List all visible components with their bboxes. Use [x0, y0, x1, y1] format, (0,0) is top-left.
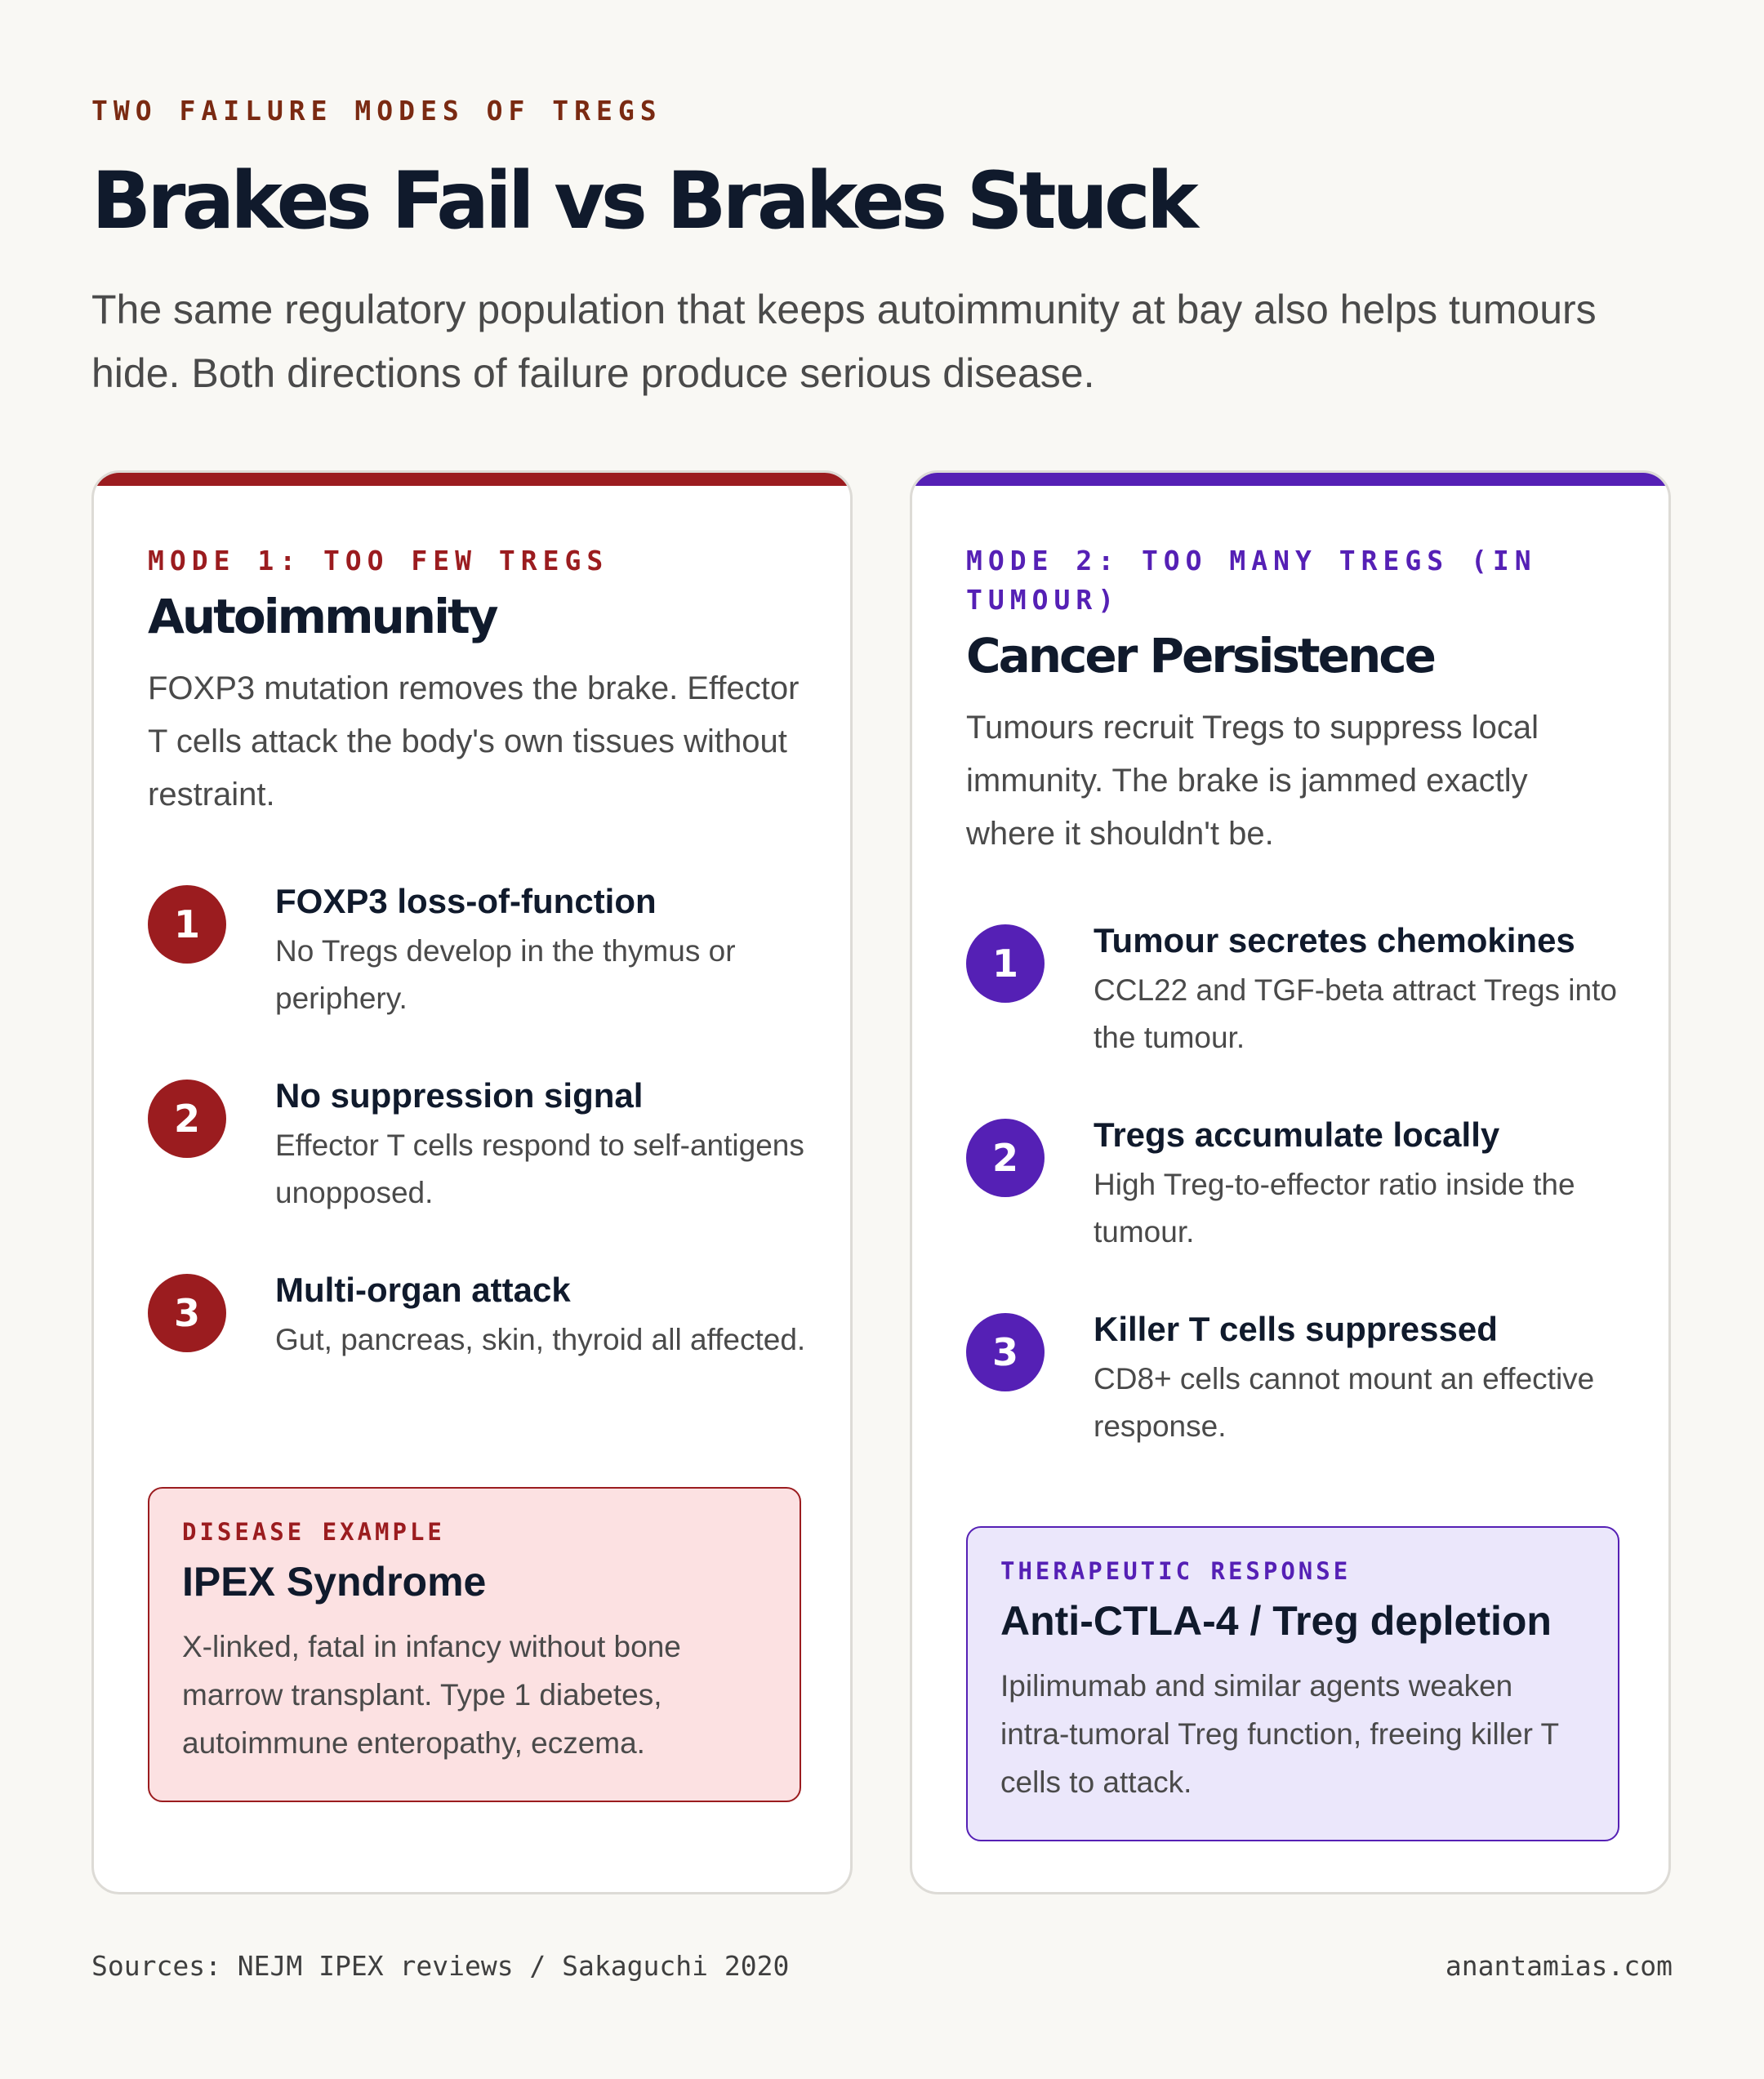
mode2-title: Cancer Persistence	[966, 628, 1437, 683]
step-number-badge: 3	[966, 1313, 1045, 1391]
step-description: CCL22 and TGF-beta attract Tregs into th…	[1094, 973, 1617, 1054]
mode2-card-content: MODE 2: TOO MANY TREGS (IN TUMOUR) Cance…	[966, 541, 1619, 1501]
mode2-steps: 1 Tumour secretes chemokines CCL22 and T…	[966, 918, 1619, 1501]
mode1-card-content: MODE 1: TOO FEW TREGS Autoimmunity FOXP3…	[148, 541, 805, 1462]
mode2-description: Tumours recruit Tregs to suppress local …	[966, 710, 1539, 852]
therapeutic-response-box: THERAPEUTIC RESPONSE Anti-CTLA-4 / Treg …	[966, 1526, 1619, 1841]
step-text: Tregs accumulate locally High Treg-to-ef…	[1094, 1112, 1633, 1256]
mode1-step: 2 No suppression signal Effector T cells…	[148, 1073, 804, 1267]
mode1-step: 1 FOXP3 loss-of-function No Tregs develo…	[148, 879, 801, 1073]
mode2-step: 2 Tregs accumulate locally High Treg-to-…	[966, 1112, 1619, 1307]
box-title: IPEX Syndrome	[182, 1559, 487, 1605]
footer-site: anantamias.com	[1445, 1950, 1673, 1982]
step-number-badge: 3	[148, 1274, 226, 1352]
mode1-description: FOXP3 mutation removes the brake. Effect…	[148, 670, 800, 812]
step-text: Killer T cells suppressed CD8+ cells can…	[1094, 1307, 1633, 1450]
step-number-badge: 1	[148, 885, 226, 964]
step-description: No Tregs develop in the thymus or periph…	[275, 934, 736, 1015]
step-description: CD8+ cells cannot mount an effective res…	[1094, 1362, 1595, 1443]
box-label: THERAPEUTIC RESPONSE	[1000, 1557, 1352, 1585]
page-subtitle: The same regulatory population that keep…	[91, 287, 1597, 396]
step-description: Gut, pancreas, skin, thyroid all affecte…	[275, 1323, 806, 1356]
mode1-title: Autoimmunity	[148, 589, 499, 644]
step-number-badge: 2	[148, 1080, 226, 1158]
step-title: FOXP3 loss-of-function	[275, 882, 657, 920]
mode1-card: MODE 1: TOO FEW TREGS Autoimmunity FOXP3…	[91, 470, 853, 1894]
mode1-steps: 1 FOXP3 loss-of-function No Tregs develo…	[148, 879, 805, 1462]
eyebrow: TWO FAILURE MODES OF TREGS	[91, 95, 662, 127]
mode2-step: 1 Tumour secretes chemokines CCL22 and T…	[966, 918, 1619, 1112]
box-label: DISEASE EXAMPLE	[182, 1518, 445, 1546]
box-description: Ipilimumab and similar agents weaken int…	[1000, 1669, 1559, 1799]
step-title: Tumour secretes chemokines	[1094, 921, 1575, 959]
step-number-badge: 1	[966, 924, 1045, 1003]
step-text: Tumour secretes chemokines CCL22 and TGF…	[1094, 918, 1633, 1062]
box-description: X-linked, fatal in infancy without bone …	[182, 1630, 681, 1760]
mode2-step: 3 Killer T cells suppressed CD8+ cells c…	[966, 1307, 1619, 1501]
mode1-step: 3 Multi-organ attack Gut, pancreas, skin…	[148, 1267, 805, 1462]
page-title: Brakes Fail vs Brakes Stuck	[91, 155, 1199, 247]
step-text: No suppression signal Effector T cells r…	[275, 1073, 814, 1217]
mode2-label: MODE 2: TOO MANY TREGS (IN TUMOUR)	[966, 545, 1537, 616]
step-number-badge: 2	[966, 1119, 1045, 1197]
step-text: FOXP3 loss-of-function No Tregs develop …	[275, 879, 814, 1022]
box-title: Anti-CTLA-4 / Treg depletion	[1000, 1598, 1552, 1644]
step-title: No suppression signal	[275, 1076, 644, 1115]
step-title: Tregs accumulate locally	[1094, 1115, 1500, 1154]
step-title: Multi-organ attack	[275, 1271, 571, 1309]
step-description: High Treg-to-effector ratio inside the t…	[1094, 1168, 1575, 1249]
mode1-label: MODE 1: TOO FEW TREGS	[148, 545, 609, 577]
footer-sources: Sources: NEJM IPEX reviews / Sakaguchi 2…	[91, 1950, 790, 1982]
step-text: Multi-organ attack Gut, pancreas, skin, …	[275, 1267, 814, 1364]
mode2-card: MODE 2: TOO MANY TREGS (IN TUMOUR) Cance…	[910, 470, 1671, 1894]
step-title: Killer T cells suppressed	[1094, 1310, 1498, 1348]
disease-example-box: DISEASE EXAMPLE IPEX Syndrome X-linked, …	[148, 1487, 801, 1802]
step-description: Effector T cells respond to self-antigen…	[275, 1129, 804, 1209]
